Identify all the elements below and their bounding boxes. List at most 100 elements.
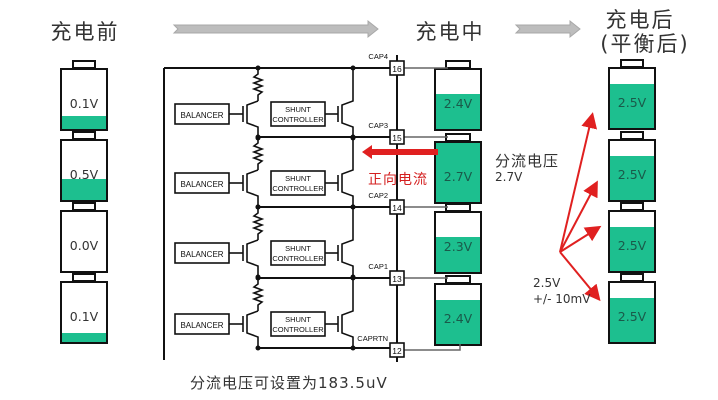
shunt-setting-note: 分流电压可设置为183.5uV [190,374,388,392]
stage-title-during: 充电中 [415,20,485,44]
balancer-label: BALANCER [180,250,223,259]
voltage-label: 2.3V [443,238,473,254]
pin-name: CAP4 [368,52,388,61]
voltage-label: 0.1V [69,95,99,111]
voltage-label: 0.0V [69,237,99,253]
pin-number: 16 [392,64,402,74]
junction-dot [350,65,356,71]
battery-body: 2.3V [434,211,482,274]
mosfet-symbol [341,68,354,138]
resistor-symbol [251,68,265,101]
pin-cap3: 15 CAP3 [368,121,405,145]
pin-number: 13 [392,274,402,284]
balance-arrow-4 [559,251,601,302]
charge-level [436,299,480,344]
battery-body: 2.4V [434,283,482,346]
balanced-tolerance: +/- 10mV [533,292,591,306]
charge-level [610,83,654,128]
battery-body: 2.4V [434,68,482,131]
shunt-label-line1: SHUNT [285,315,311,324]
balancer-label: BALANCER [180,180,223,189]
voltage-label: 2.7V [443,168,473,184]
pin-box [389,270,405,286]
shunt-label-line1: SHUNT [285,105,311,114]
voltage-label: 0.1V [69,308,99,324]
pin-number: 14 [392,203,402,213]
mosfet-symbol [341,207,354,277]
junction-dot [350,275,356,281]
charge-level [610,297,654,342]
resistor-symbol [251,278,265,311]
stage-title-after-line2: (平衡后) [600,32,690,56]
battery-body: 2.5V [608,210,656,273]
flow-arrow-1 [172,19,379,39]
shunt-controller-box [270,240,326,266]
battery-body: 0.1V [60,281,108,344]
shunt-voltage-title: 分流电压 [495,152,560,170]
junction-dot [350,134,356,140]
mosfet-symbol [246,239,259,277]
shunt-voltage-value: 2.7V [495,170,523,184]
battery-body: 0.5V [60,139,108,202]
charge-level [62,179,106,200]
charge-level [610,226,654,271]
charge-level [436,236,480,272]
charge-level [62,116,106,129]
junction-dot [255,134,261,140]
pin-box [389,342,405,358]
shunt-label-line2: CONTROLLER [272,184,324,193]
mosfet-symbol [246,169,259,207]
voltage-label: 2.5V [617,237,647,253]
balance-arrow-3 [559,225,602,253]
forward-current-arrow [362,145,438,159]
forward-current-label: 正向电流 [368,172,428,188]
flow-arrow-2 [514,19,581,39]
voltage-label: 2.5V [617,308,647,324]
junction-dot [350,345,356,351]
charge-level [436,93,480,129]
battery-body: 2.5V [608,139,656,202]
mosfet-symbol [341,137,354,207]
shunt-label-line2: CONTROLLER [272,254,324,263]
stage-title-after-line1: 充电后 [605,8,675,32]
resistor-symbol [251,207,265,240]
junction-dot [255,204,261,210]
battery-body: 2.5V [608,67,656,130]
balance-arrow-2 [559,180,598,253]
pin-box [389,60,405,76]
battery-body: 0.1V [60,68,108,131]
voltage-label: 2.4V [443,95,473,111]
battery-body: 2.7V [434,141,482,204]
mosfet-symbol [246,310,259,348]
shunt-label-line1: SHUNT [285,174,311,183]
balanced-value: 2.5V [533,276,561,290]
balance-arrow-1 [559,112,598,253]
battery-body: 0.0V [60,210,108,273]
pin-name: CAP3 [368,121,388,130]
voltage-label: 2.4V [443,310,473,326]
shunt-label-line2: CONTROLLER [272,115,324,124]
mosfet-symbol [341,278,354,348]
junction-dot [350,204,356,210]
balancer-label: BALANCER [180,111,223,120]
stage-title-before: 充电前 [50,20,120,44]
voltage-label: 2.5V [617,94,647,110]
voltage-label: 2.5V [617,166,647,182]
junction-dot [255,345,261,351]
pin-number: 15 [392,133,402,143]
charge-level [610,155,654,200]
shunt-label-line1: SHUNT [285,244,311,253]
pin-cap4: 16 CAP4 [368,52,405,76]
pin-box [389,129,405,145]
pin-box [389,199,405,215]
junction-dot [255,65,261,71]
charge-level [62,333,106,342]
